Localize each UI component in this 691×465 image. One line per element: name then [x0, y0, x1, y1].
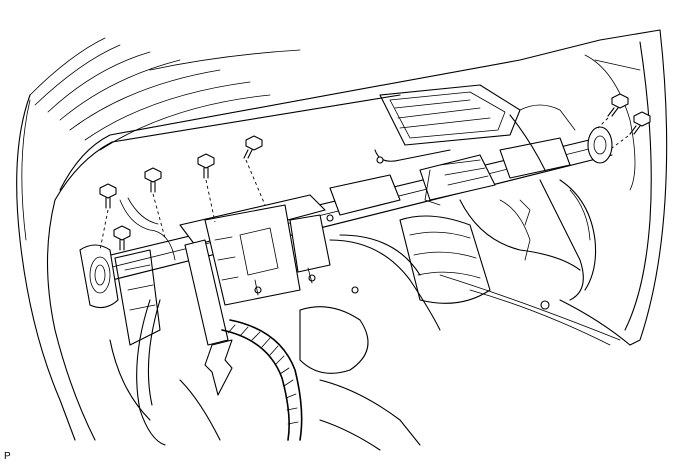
dash-upper-panel [374, 84, 576, 162]
bolt-6 [597, 93, 629, 129]
bolt-7 [611, 111, 651, 149]
hvac-unit [179, 179, 597, 451]
bolt-4 [197, 153, 216, 223]
center-column-bracket [204, 204, 331, 306]
bolt-2 [113, 225, 131, 251]
wire-harness [109, 114, 584, 446]
windshield-frame [29, 29, 661, 201]
hardware-details [254, 156, 550, 310]
figure-code-label: P [4, 451, 11, 462]
floor [439, 274, 621, 346]
left-side-bracket [79, 244, 161, 346]
bolt-5 [243, 135, 266, 206]
right-pillar [559, 29, 668, 346]
instrument-panel-reinforcement [89, 126, 613, 286]
bolt-1 [99, 183, 117, 251]
bolt-3 [144, 167, 166, 239]
left-pillar [16, 94, 96, 441]
vertical-brace [184, 239, 233, 396]
